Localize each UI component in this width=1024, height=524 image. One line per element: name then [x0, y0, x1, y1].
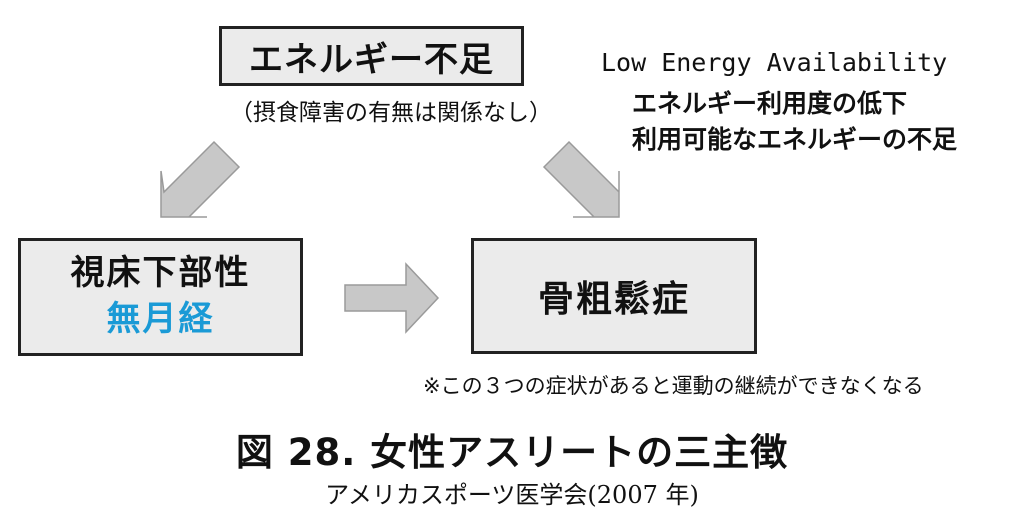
arrow-down-left [160, 140, 241, 218]
energy-deficit-box: エネルギー不足 [219, 26, 524, 86]
figure-source: アメリカスポーツ医学会(2007 年) [325, 481, 699, 509]
energy-deficit-label: エネルギー不足 [249, 39, 494, 80]
amenorrhea-box: 視床下部性 無月経 [18, 238, 303, 356]
osteoporosis-label: 骨粗鬆症 [537, 279, 690, 320]
osteoporosis-box: 骨粗鬆症 [471, 238, 757, 354]
lea-description-2: 利用可能なエネルギーの不足 [632, 125, 958, 154]
arrow-down-right [542, 140, 620, 218]
footnote: ※この３つの症状があると運動の継続ができなくなる [423, 374, 924, 398]
arrow-right [344, 262, 440, 334]
hypothalamic-label: 視床下部性 [70, 253, 251, 294]
eating-disorder-note: （摂食障害の有無は関係なし） [230, 100, 552, 126]
lea-description-1: エネルギー利用度の低下 [632, 89, 908, 118]
amenorrhea-label: 無月経 [106, 299, 215, 339]
figure-title: 図 28. 女性アスリートの三主徴 [235, 431, 789, 474]
lea-title: Low Energy Availability [601, 48, 948, 77]
